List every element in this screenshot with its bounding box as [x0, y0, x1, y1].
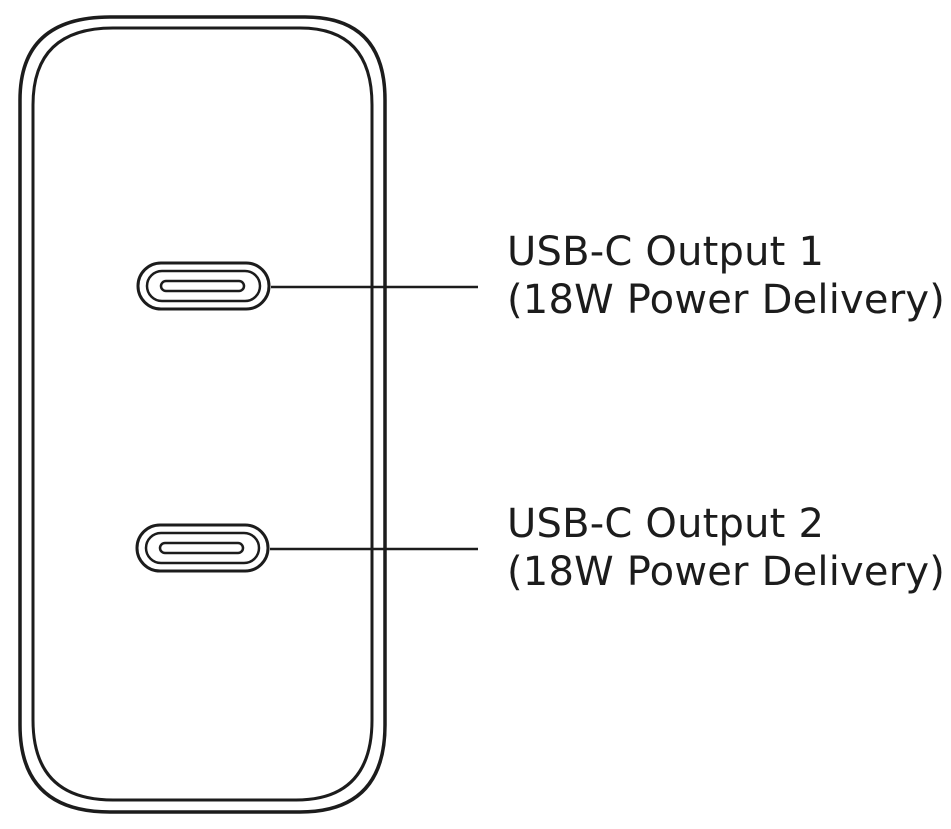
- usb-c-port-2-tongue: [158, 541, 245, 555]
- port-2-title: USB-C Output 2: [507, 501, 825, 547]
- usb-c-port-1: [136, 261, 271, 311]
- port-1-detail: (18W Power Delivery): [507, 277, 946, 323]
- charger-body: [18, 15, 387, 814]
- usb-c-port-1-tongue: [159, 279, 246, 293]
- usb-c-port-1-inner: [145, 269, 262, 303]
- port-1-title: USB-C Output 1: [507, 229, 825, 275]
- port-label-1: USB-C Output 1 (18W Power Delivery): [507, 228, 945, 324]
- charger-inner-outline: [31, 26, 374, 802]
- usb-c-port-2-outer: [135, 523, 270, 573]
- port-2-detail: (18W Power Delivery): [507, 549, 946, 595]
- charger-outer-outline: [18, 15, 387, 814]
- usb-c-port-2-inner: [144, 531, 261, 565]
- port-label-2: USB-C Output 2 (18W Power Delivery): [507, 500, 945, 596]
- usb-c-port-2: [135, 523, 270, 573]
- usb-c-port-1-outer: [136, 261, 271, 311]
